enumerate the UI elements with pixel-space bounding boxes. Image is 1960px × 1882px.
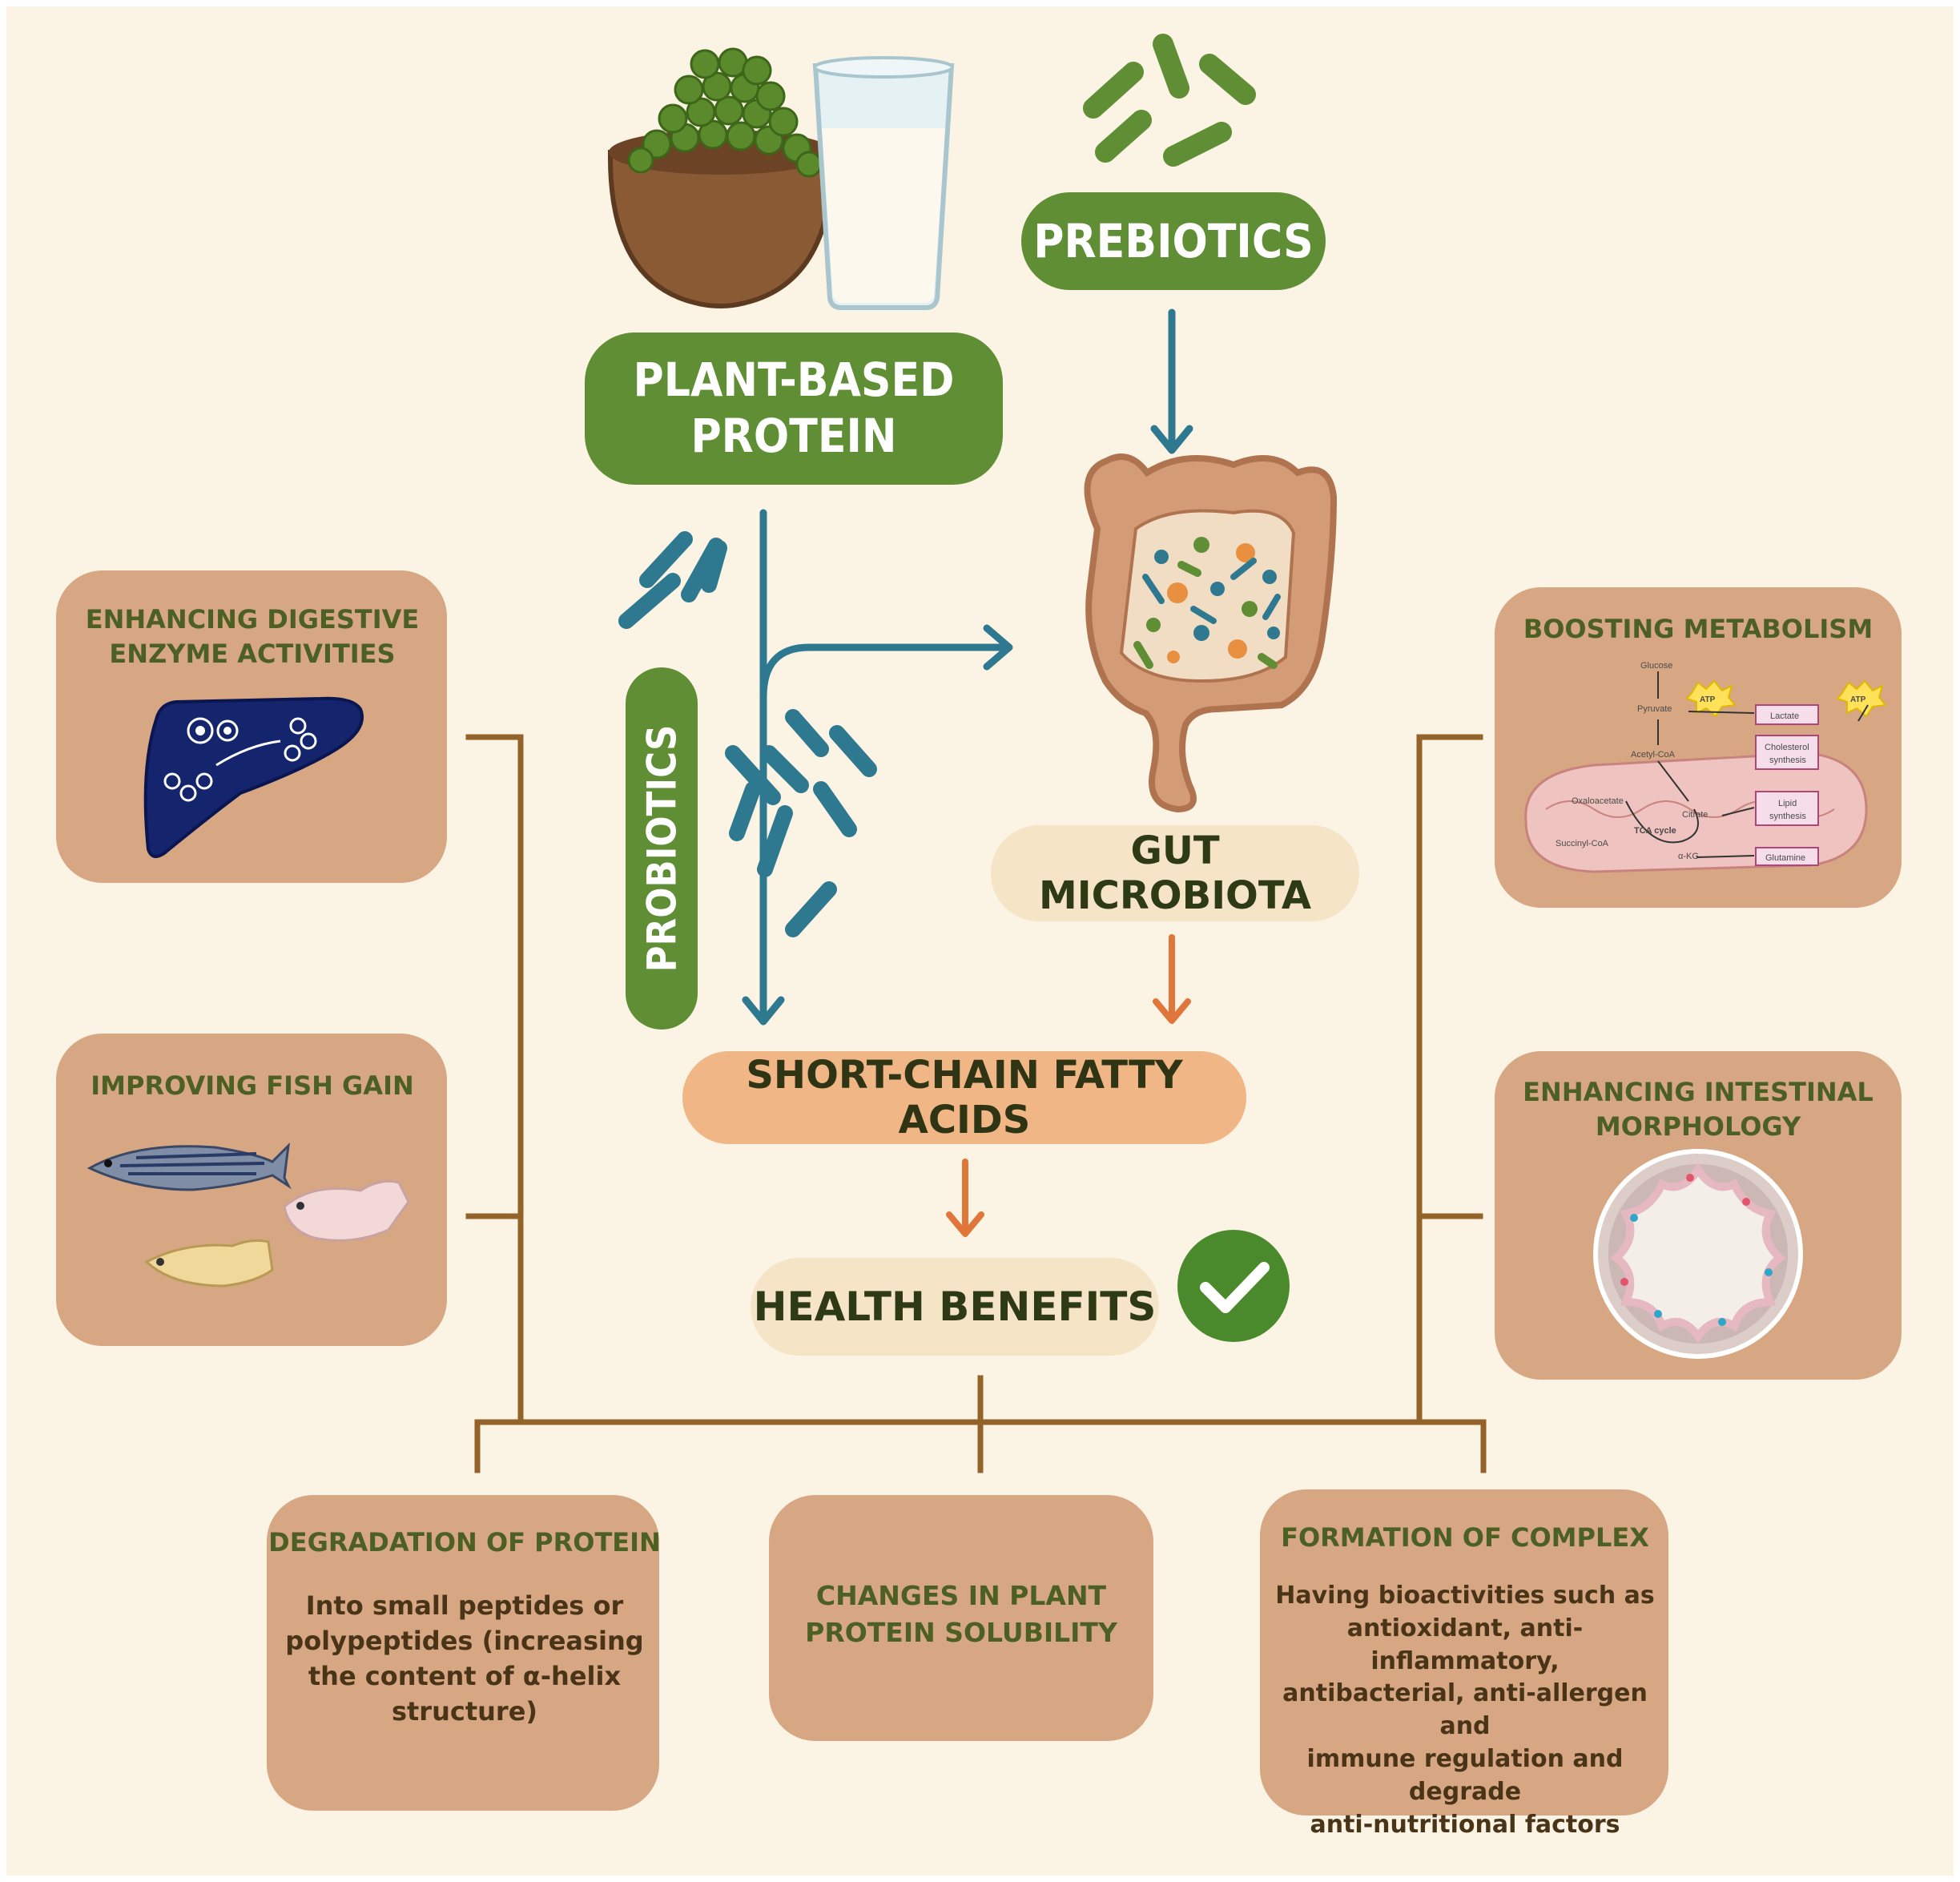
bacteria-icon: [618, 531, 877, 937]
complex-text-line1: Having bioactivities such as: [1275, 1582, 1655, 1610]
complex-text-line2: antioxidant, anti-inflammatory,: [1346, 1614, 1584, 1675]
metabolism-title: BOOSTING METABOLISM: [1498, 605, 1898, 653]
complex-text: Having bioactivities such as antioxidant…: [1262, 1580, 1668, 1841]
scfa-label: SHORT-CHAIN FATTY ACIDS: [746, 1053, 1183, 1142]
solubility-title-line2: PROTEIN SOLUBILITY: [805, 1617, 1117, 1648]
solubility-title: CHANGES IN PLANT PROTEIN SOLUBILITY: [773, 1570, 1149, 1658]
zebrafish-icon: [87, 1142, 410, 1288]
degradation-title: DEGRADATION OF PROTEIN: [268, 1527, 661, 1558]
prebiotics-label: PREBIOTICS: [1033, 214, 1314, 268]
degradation-text: Into small peptides or polypeptides (inc…: [285, 1588, 643, 1730]
degradation-text-line3: the content of α-helix: [308, 1661, 622, 1692]
flow-arrows: [742, 308, 1193, 1237]
prebiotics-pill: PREBIOTICS: [1021, 192, 1326, 290]
fish-gain-title-text: IMPROVING FISH GAIN: [91, 1070, 414, 1101]
plant-protein-label-line2: PROTEIN: [690, 409, 897, 463]
digestive-title-line2: ENZYME ACTIVITIES: [109, 639, 396, 669]
health-benefits-label: HEALTH BENEFITS: [753, 1284, 1157, 1330]
complex-text-line3: antibacterial, anti-allergen and: [1282, 1679, 1648, 1741]
complex-box: FORMATION OF COMPLEX Having bioactivitie…: [1262, 1522, 1668, 1839]
intestine-icon: [1084, 453, 1338, 813]
milk-glass-icon: [812, 56, 955, 310]
health-benefits-pill: HEALTH BENEFITS: [751, 1258, 1159, 1356]
intestinal-title-line1: ENHANCING INTESTINAL: [1523, 1076, 1873, 1107]
fish-gain-title: IMPROVING FISH GAIN: [64, 1058, 441, 1114]
checkmark-icon: [1177, 1230, 1290, 1342]
degradation-text-line4: structure): [391, 1696, 538, 1727]
bean-bowl-icon: [607, 47, 836, 308]
intestine-cross-section-icon: [1593, 1149, 1803, 1359]
gut-microbiota-pill: GUT MICROBIOTA: [991, 825, 1359, 921]
metabolism-title-text: BOOSTING METABOLISM: [1523, 614, 1873, 644]
intestinal-title-line2: MORPHOLOGY: [1595, 1111, 1801, 1142]
scfa-pill: SHORT-CHAIN FATTY ACIDS: [682, 1051, 1246, 1144]
degradation-text-line1: Into small peptides or: [305, 1590, 624, 1621]
complex-title: FORMATION OF COMPLEX: [1281, 1522, 1649, 1553]
solubility-title-line1: CHANGES IN PLANT: [815, 1579, 1107, 1611]
plant-based-protein-pill: PLANT-BASED PROTEIN: [585, 332, 1003, 485]
digestive-title-line1: ENHANCING DIGESTIVE: [85, 603, 420, 635]
probiotics-pill: PROBIOTICS: [626, 667, 698, 1030]
degradation-box: DEGRADATION OF PROTEIN Into small peptid…: [268, 1522, 661, 1787]
connector-brackets: [465, 734, 1487, 1473]
complex-text-line4: immune regulation and degrade: [1306, 1744, 1624, 1806]
metabolism-pathway-diagram: [1524, 671, 1887, 873]
probiotics-label: PROBIOTICS: [638, 724, 686, 973]
liver-enzyme-icon: [143, 696, 364, 858]
digestive-enzyme-title: ENHANCING DIGESTIVE ENZYME ACTIVITIES: [64, 597, 441, 677]
plant-protein-label-line1: PLANT-BASED: [633, 353, 955, 408]
complex-text-line5: anti-nutritional factors: [1310, 1810, 1620, 1839]
gut-microbiota-label: GUT MICROBIOTA: [1038, 828, 1312, 918]
degradation-text-line2: polypeptides (increasing: [285, 1626, 644, 1657]
intestinal-morphology-title: ENHANCING INTESTINAL MORPHOLOGY: [1498, 1070, 1898, 1150]
bacteria-icon: [1083, 34, 1256, 167]
